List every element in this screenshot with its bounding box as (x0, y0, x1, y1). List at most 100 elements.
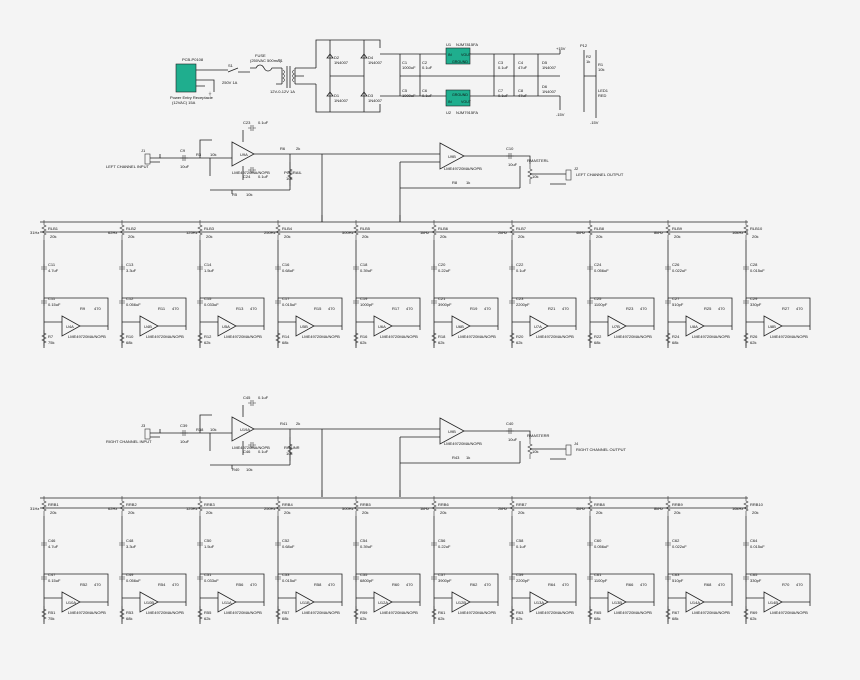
band-opamp (217, 591, 237, 613)
band-cap-shunt (119, 298, 125, 306)
buffer-bypass-bottom (248, 167, 256, 173)
band-slider-val: 20k (128, 234, 134, 239)
band-frequency: 1kHz (420, 506, 429, 511)
band-res-ref: R24 (672, 334, 680, 339)
cap-c1-val: 1000uF (402, 65, 416, 70)
band-res-a-val: 470 (250, 582, 257, 587)
band-slider (275, 220, 281, 240)
band-res-a-val: 470 (250, 306, 257, 311)
band-opamp-part: LME49720MA/NOPB (536, 610, 574, 615)
band-opamp (217, 315, 237, 337)
band-slider (431, 220, 437, 240)
input-branch (199, 139, 212, 176)
band-cap-series (41, 264, 47, 272)
output-jack (565, 444, 572, 456)
band-slider-ref: RLB8 (594, 226, 605, 231)
band-cap2-ref: C65 (750, 572, 758, 577)
reg-pos-pin-in: IN (448, 53, 452, 57)
band-opamp-part: LME49720MA/NOPB (146, 610, 184, 615)
master-pot-ref: RMASTERL (527, 158, 550, 163)
band-res-ground (431, 606, 437, 622)
eq-band: 31HzRRB120kC464.7uFC470.15uFR5175kU10ALM… (30, 496, 109, 624)
band-cap2-ref: C19 (360, 296, 368, 301)
band-cap2-ref: C12 (126, 296, 134, 301)
band-opamp (763, 591, 783, 613)
band-cap-shunt (353, 298, 359, 306)
regulator-positive (445, 47, 471, 65)
band-frequency: 500Hz (342, 230, 354, 235)
band-slider-val: 20k (362, 234, 368, 239)
input-cap-val: 10uF (180, 439, 190, 444)
band-res-ground (197, 330, 203, 346)
band-cap2-ref: C61 (594, 572, 602, 577)
master-pot-ref: RMASTERR (527, 433, 550, 438)
band-res-ref: R67 (672, 610, 680, 615)
feedback-res-ref: R40 (232, 467, 240, 472)
band-cap1-ref: C28 (750, 262, 758, 267)
band-cap-series (509, 264, 515, 272)
band-slider-val: 20k (284, 510, 290, 515)
input-jack-wire (150, 429, 161, 438)
band-cap2-val: 1100pF (594, 302, 608, 307)
summing-part: LME49720MA/NOPB (444, 441, 482, 446)
band-opamp-part: LME49720MA/NOPB (692, 610, 730, 615)
band-opamp (607, 315, 627, 337)
reg-neg-pin-out: VOUT (461, 100, 472, 104)
band-slider-val: 20k (362, 510, 368, 515)
band-cap1-ref: C20 (438, 262, 446, 267)
band-slider (743, 220, 749, 240)
cap-c2-val: 0.1uF (422, 65, 433, 70)
band-slider-ref: RLB10 (750, 226, 763, 231)
band-res-a-ref: R70 (782, 582, 790, 587)
band-bus (40, 221, 748, 233)
band-cap-series (509, 540, 515, 548)
band-cap1-ref: C54 (360, 538, 368, 543)
band-bus (40, 497, 748, 509)
band-res-ground (119, 606, 125, 622)
eq-band: 125HzRLB320kC141.5uFC150.033uFR1262kU5AL… (186, 220, 265, 348)
band-cap1-ref: C58 (516, 538, 524, 543)
sum-fb-ref: R43 (452, 455, 460, 460)
summing-ref: U9B (448, 429, 456, 434)
band-frequency: 62Hz (108, 506, 117, 511)
eq-band: 1kHzRLB620kC200.22uFC213900pFR1862kU6BLM… (420, 220, 499, 348)
output-label: RIGHT CHANNEL OUTPUT (576, 447, 627, 452)
eq-band: 8kHzRRB920kC620.022uFC63510pFR6768kU14AL… (654, 496, 733, 624)
band-cap-series (665, 540, 671, 548)
band-cap-series (587, 540, 593, 548)
regulator-negative (445, 89, 471, 107)
cap-c6-val: 0.1uF (422, 93, 433, 98)
summing-opamp (439, 142, 465, 170)
band-cap-series (743, 264, 749, 272)
band-res-a-ref: R9 (80, 306, 86, 311)
band-opamp (295, 315, 315, 337)
band-res-a-val: 470 (328, 582, 335, 587)
band-frequency: 62Hz (108, 230, 117, 235)
band-slider-ref: RRB3 (204, 502, 215, 507)
band-res-ref: R12 (204, 334, 212, 339)
output-wire (464, 155, 531, 164)
bypass-bottom-val: 0.1uF (258, 449, 269, 454)
band-slider (665, 496, 671, 516)
band-opamp-part: LME49720MA/NOPB (692, 334, 730, 339)
reg-pos-pin-gnd: GROUND (452, 60, 468, 64)
band-slider (119, 220, 125, 240)
diode-d1-part: 1N4007 (334, 98, 349, 103)
band-row-right: 31HzRRB120kC464.7uFC470.15uFR5175kU10ALM… (30, 496, 811, 624)
band-cap2-val: 0.015uF (282, 578, 297, 583)
band-res-a-ref: R56 (236, 582, 244, 587)
band-loop (434, 573, 499, 606)
band-frequency: 31Hz (30, 230, 39, 235)
band-opamp-part: LME49720MA/NOPB (68, 334, 106, 339)
band-res-ref: R63 (516, 610, 524, 615)
band-cap1-ref: C11 (48, 262, 56, 267)
band-cap2-ref: C57 (438, 572, 446, 577)
band-res-ref: R7 (48, 334, 54, 339)
band-res-a-val: 470 (796, 306, 803, 311)
band-res-a-ref: R27 (782, 306, 790, 311)
band-res-ref: R14 (282, 334, 290, 339)
diode-d4-ref: D4 (368, 55, 374, 60)
band-cap2-val: 1100pF (594, 578, 608, 583)
band-slider (587, 220, 593, 240)
cap-c8-val: 47uF (518, 93, 528, 98)
